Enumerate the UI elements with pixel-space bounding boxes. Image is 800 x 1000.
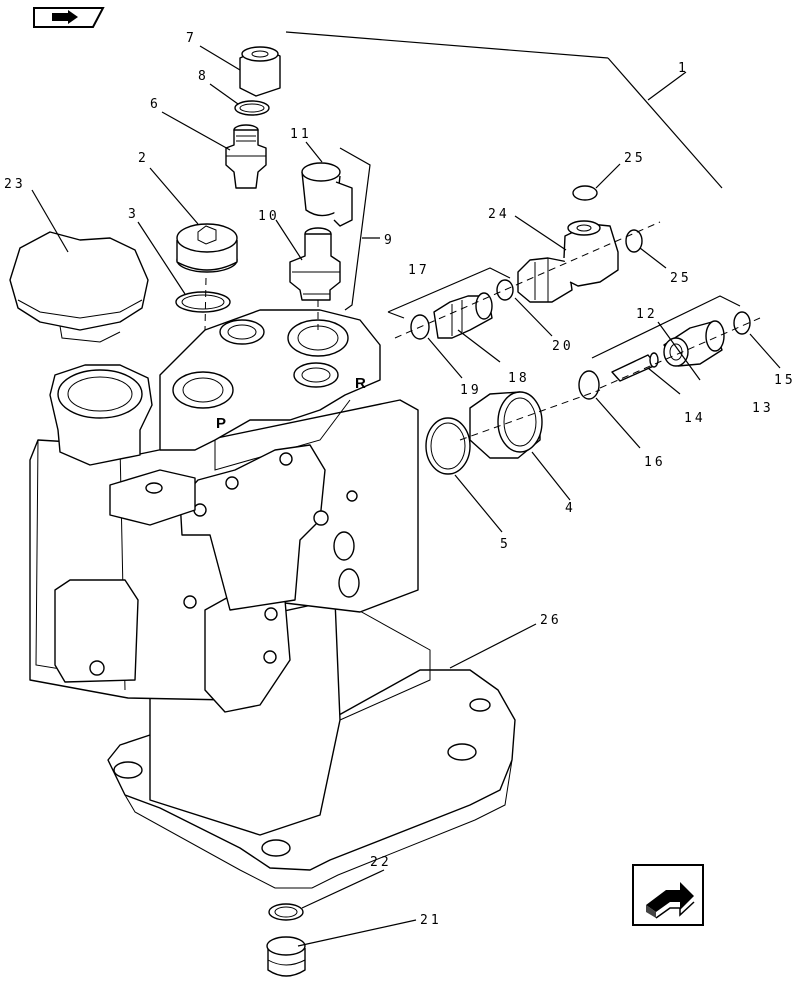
- callout-22: 22: [370, 855, 392, 870]
- book-arrow-icon[interactable]: [33, 7, 105, 28]
- part-21-plug: [266, 936, 306, 977]
- callout-9: 9: [384, 233, 395, 248]
- callout-12: 12: [636, 307, 658, 322]
- callout-2: 2: [138, 151, 149, 166]
- callout-15: 15: [774, 373, 796, 388]
- callout-10: 10: [258, 209, 280, 224]
- part-25-o-ring-top: [572, 185, 598, 201]
- part-22-o-ring: [268, 903, 304, 921]
- callout-20: 20: [552, 339, 574, 354]
- callout-5: 5: [500, 537, 511, 552]
- callout-25-top: 25: [624, 151, 646, 166]
- part-14-pin: [611, 352, 659, 382]
- port-mark-r: R: [355, 375, 366, 392]
- part-11-cap: [301, 162, 353, 227]
- part-4-plug: [469, 391, 543, 459]
- part-17-bracket: [387, 267, 511, 313]
- callout-18: 18: [508, 371, 530, 386]
- callout-17: 17: [408, 263, 430, 278]
- part-12-bracket: [591, 295, 741, 359]
- callout-7: 7: [186, 31, 197, 46]
- valve-body: P R: [29, 309, 516, 889]
- part-9-bracket: [339, 147, 371, 311]
- port-mark-p: P: [216, 415, 226, 432]
- part-5-o-ring: [425, 417, 471, 475]
- leader-lines: [31, 31, 781, 947]
- callout-11: 11: [290, 127, 312, 142]
- callout-24: 24: [488, 207, 510, 222]
- part-2-plug: [176, 223, 238, 273]
- callout-14: 14: [684, 411, 706, 426]
- callout-6: 6: [150, 97, 161, 112]
- callout-23: 23: [4, 177, 26, 192]
- callout-25-side: 25: [670, 271, 692, 286]
- part-23-cap: [9, 231, 149, 343]
- part-16-o-ring: [578, 370, 600, 400]
- callout-labels: 1 2 3 4 5 6 7 8 9 10 11 12 13 14 15 16 1…: [4, 31, 796, 928]
- part-15-o-ring: [733, 311, 751, 335]
- next-page-arrow-icon[interactable]: [632, 864, 704, 926]
- callout-21: 21: [420, 913, 442, 928]
- callout-3: 3: [128, 207, 139, 222]
- part-13-fitting: [663, 320, 725, 367]
- part-18-fitting: [433, 292, 493, 339]
- callout-4: 4: [565, 501, 576, 516]
- callout-19: 19: [460, 383, 482, 398]
- part-7-nut: [239, 46, 281, 97]
- part-24-tee: [517, 220, 619, 303]
- callout-26: 26: [540, 613, 562, 628]
- part-8-o-ring: [234, 100, 270, 116]
- callout-16: 16: [644, 455, 666, 470]
- callout-8: 8: [198, 69, 209, 84]
- callout-13: 13: [752, 401, 774, 416]
- part-10-coupling: [289, 227, 341, 301]
- part-6-fitting: [225, 124, 267, 189]
- part-25-o-ring-side: [625, 229, 643, 253]
- callout-1: 1: [678, 61, 689, 76]
